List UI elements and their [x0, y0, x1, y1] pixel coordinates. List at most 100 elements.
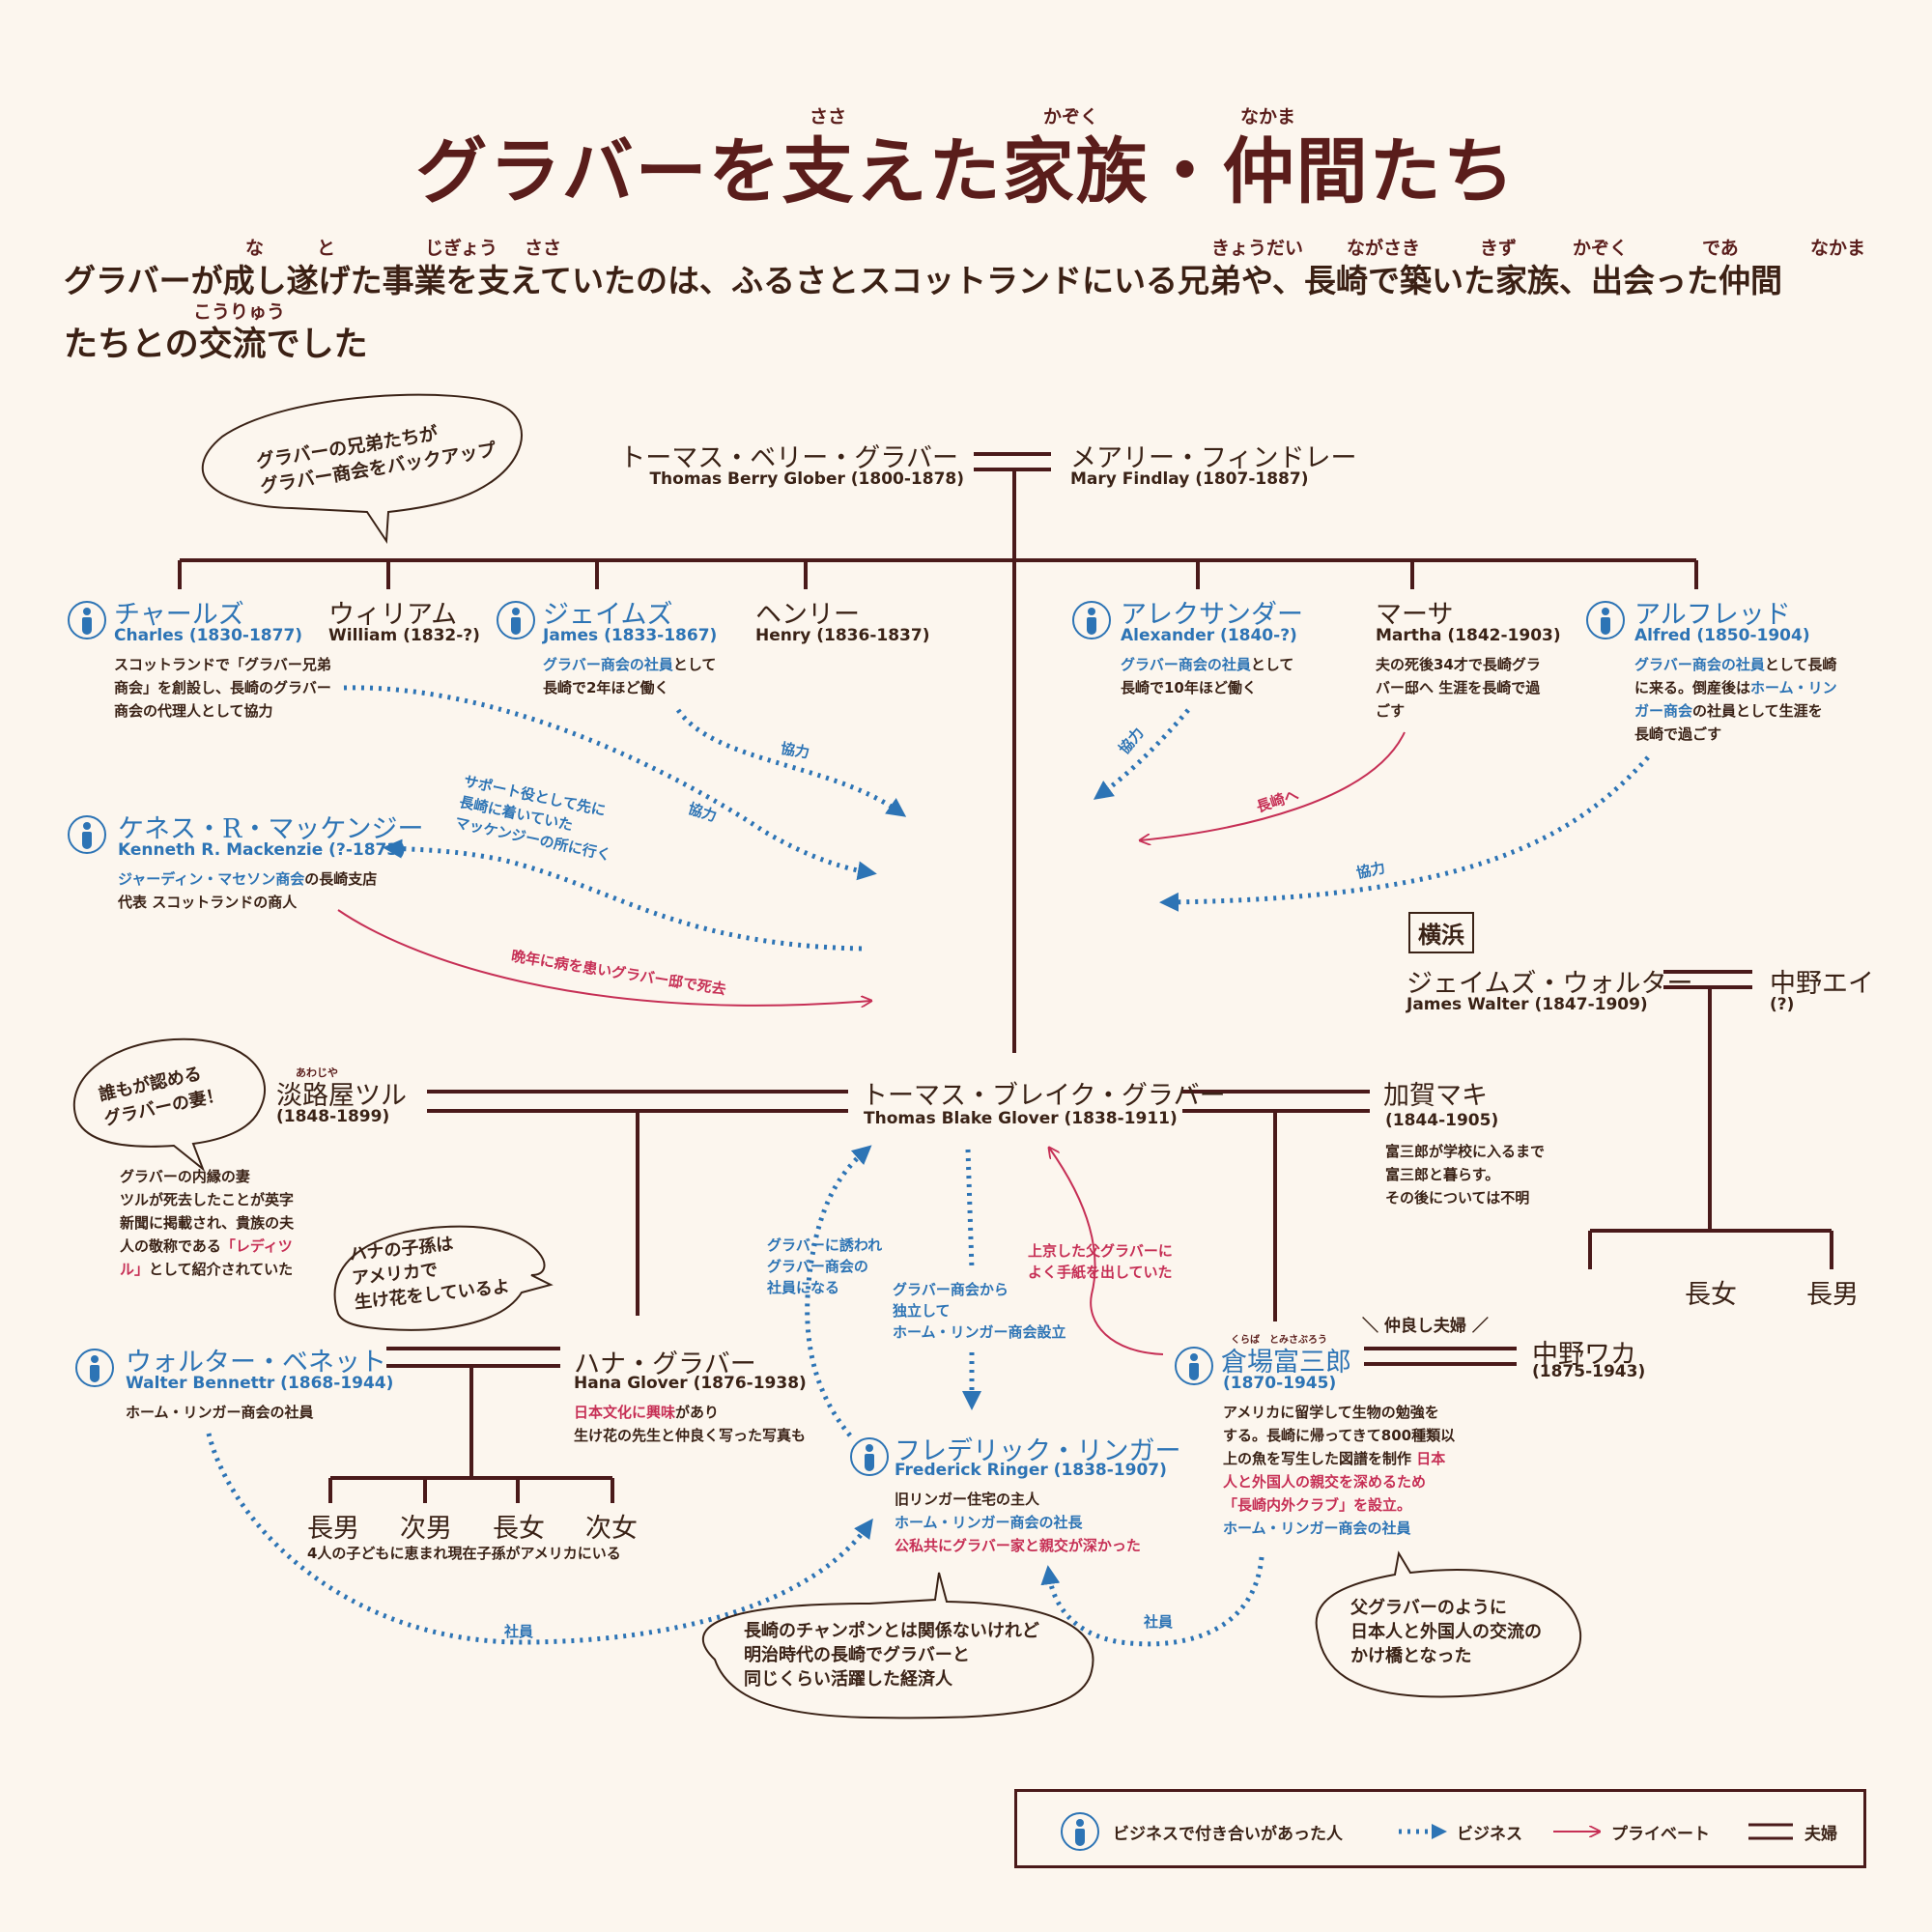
mother-name-en: Mary Findlay (1807-1887) [1070, 469, 1309, 489]
tomisaburo-desc: アメリカに留学して生物の勉強を する。長崎に帰ってきて800種類以 上の魚を写生… [1223, 1401, 1455, 1540]
intro-ruby-4: ささ [525, 238, 562, 259]
charles-name-jp: チャールズ [114, 600, 244, 630]
mackenzie-desc: ジャーディン・マセソン商会の長崎支店 代表 スコットランドの商人 [118, 867, 377, 914]
walter-name-jp: ジェイムズ・ウォルター [1406, 969, 1693, 999]
bubble-tomisaburo-line-3: かけ橋となった [1350, 1646, 1472, 1666]
tsuru-ruby: あわじや [296, 1066, 338, 1079]
alfred-desc-6: 長崎で過ごす [1634, 725, 1722, 743]
hana-name-en: Hana Glover (1876-1938) [574, 1374, 807, 1393]
legend-business-person-icon [1061, 1812, 1099, 1851]
glover-name-jp: トーマス・ブレイク・グラバー [862, 1081, 1226, 1111]
intro-ruby-10: なかま [1810, 238, 1866, 259]
tsuru-desc: グラバーの内縁の妻 ツルが死去したことが英字 新聞に掲載され、貴族の夫 人の敬称… [120, 1165, 294, 1281]
tsuru-desc-1: グラバーの内縁の妻 [120, 1168, 250, 1185]
bennett-name-en: Walter Bennettr (1868-1944) [126, 1374, 394, 1393]
bubble-ringer: 長崎のチャンポンとは関係ないけれど 明治時代の長崎でグラバーと 同じくらい活躍し… [744, 1619, 1039, 1691]
tsuru-desc-4: 人の敬称である [120, 1237, 221, 1255]
legend-couple-label: 夫婦 [1804, 1825, 1837, 1844]
tomisaburo-desc-red-2: 人と外国人の親交を深めるため [1223, 1473, 1427, 1491]
hana-desc-2: 生け花の先生と仲良く写った写真も [574, 1427, 807, 1444]
alfred-desc-blue: グラバー商会の社員 [1634, 656, 1765, 673]
page-title: グラバーを支えた家族・仲間たち [415, 130, 1517, 213]
arrow-alexander-business [1093, 708, 1190, 800]
tsuru-desc-red-2: ル」 [120, 1261, 150, 1278]
tsuru-desc-2: ツルが死去したことが英字 [120, 1191, 295, 1208]
tsuru-name-jp: 淡路屋ツル [276, 1081, 407, 1111]
bubble-tomisaburo: 父グラバーのように 日本人と外国人の交流の かけ橋となった [1350, 1596, 1542, 1668]
alfred-name-en: Alfred (1850-1904) [1634, 626, 1810, 645]
bubble-tomisaburo-shape [1315, 1550, 1582, 1698]
label-invited-2: グラバー商会の [767, 1258, 868, 1275]
arrow-mackenzie-business [383, 838, 863, 952]
alexander-desc-2: 長崎で10年ほど働く [1121, 679, 1257, 696]
maki-name-jp: 加賀マキ [1383, 1081, 1488, 1111]
alfred-desc-1: として長崎 [1764, 656, 1837, 673]
alexander-desc-blue: グラバー商会の社員 [1121, 656, 1251, 673]
label-invited-3: 社員になる [767, 1279, 840, 1296]
bubble-tomisaburo-line-1: 父グラバーのように [1350, 1598, 1507, 1618]
bubble-hana-shape [333, 1225, 554, 1331]
ringer-desc: 旧リンガー住宅の主人 ホーム・リンガー商会の社長 公私共にグラバー家と親交が深か… [895, 1488, 1141, 1557]
arrow-martha-private [1140, 731, 1406, 840]
hana-desc: 日本文化に興味があり 生け花の先生と仲良く写った写真も [574, 1401, 806, 1447]
label-independent-3: ホーム・リンガー商会設立 [893, 1323, 1066, 1341]
intro-ruby-3: じぎょう [425, 238, 498, 259]
label-independent-2: 独立して [893, 1302, 951, 1320]
legend-business-person-label: ビジネスで付き合いがあった人 [1113, 1825, 1343, 1844]
hana-child-3: 長女 [493, 1514, 545, 1544]
hana-child-1: 長男 [307, 1514, 359, 1544]
label-employee-bennett: 社員 [504, 1623, 534, 1640]
maki-name-en: (1844-1905) [1385, 1111, 1499, 1130]
yokohama-child-2: 長男 [1806, 1280, 1859, 1310]
tomisaburo-name-en: (1870-1945) [1223, 1374, 1337, 1393]
legend-private-label: プライベート [1611, 1825, 1710, 1844]
tomisaburo-name-jp: 倉場富三郎 [1221, 1348, 1351, 1378]
tomisaburo-desc-red-1: 日本 [1416, 1450, 1446, 1467]
martha-desc-3: ごす [1376, 702, 1406, 720]
martha-name-en: Martha (1842-1903) [1376, 626, 1561, 645]
walter-name-en: James Walter (1847-1909) [1406, 995, 1648, 1014]
intro-ruby-7: きず [1480, 238, 1518, 259]
alexander-desc-1: として [1250, 656, 1294, 673]
alfred-desc: グラバー商会の社員として長崎 に来る。倒産後はホーム・リン ガー商会の社員として… [1634, 653, 1837, 746]
hana-desc-1: があり [675, 1404, 720, 1421]
charles-name-en: Charles (1830-1877) [114, 626, 303, 645]
tsuru-desc-end: として紹介されていた [149, 1261, 294, 1278]
intro-ruby-1: な [245, 238, 265, 259]
title-ruby-nakama: なかま [1240, 106, 1296, 128]
intro-ruby-8: かぞく [1573, 238, 1629, 259]
charles-desc-2: 商会」を創設し、長崎のグラバー [114, 679, 331, 696]
bubble-ringer-line-2: 明治時代の長崎でグラバーと [744, 1645, 970, 1665]
legend-symbols [1399, 1823, 1793, 1840]
james-name-en: James (1833-1867) [543, 626, 718, 645]
label-invited-1: グラバーに誘われ [767, 1236, 883, 1254]
hana-desc-red: 日本文化に興味 [574, 1404, 676, 1421]
martha-desc-2: バー邸へ 生涯を長崎で過 [1376, 679, 1541, 696]
intro-line-1: グラバーが成し遂げた事業を支えていたのは、ふるさとスコットランドにいる兄弟や、長… [64, 262, 1783, 299]
intro-ruby-5: きょうだい [1211, 238, 1304, 259]
charles-desc: スコットランドで「グラバー兄弟 商会」を創設し、長崎のグラバー 商会の代理人とし… [114, 653, 331, 723]
ringer-desc-3: 公私共にグラバー家と親交が深かった [895, 1537, 1141, 1554]
tomisaburo-desc-blue: ホーム・リンガー商会の社員 [1223, 1520, 1411, 1537]
arrow-bennett-to-ringer [206, 1433, 873, 1645]
bubble-ringer-line-1: 長崎のチャンポンとは関係ないけれど [744, 1621, 1039, 1641]
alfred-desc-3: ホーム・リン [1750, 679, 1837, 696]
william-name-jp: ウィリアム [328, 600, 458, 630]
tomisaburo-desc-3: 上の魚を写生した図譜を制作 [1223, 1450, 1412, 1467]
ringer-name-jp: フレデリック・リンガー [895, 1436, 1181, 1466]
yokohama-label: 横浜 [1408, 912, 1474, 953]
father-name-jp: トーマス・ベリー・グラバー [619, 443, 958, 473]
martha-name-jp: マーサ [1376, 600, 1454, 630]
maki-desc-2: 富三郎と暮らす。 [1385, 1166, 1500, 1183]
glover-name-en: Thomas Blake Glover (1838-1911) [864, 1109, 1178, 1128]
bubble-tomisaburo-line-2: 日本人と外国人の交流の [1350, 1622, 1542, 1642]
legend-business-label: ビジネス [1457, 1825, 1522, 1844]
hana-child-2: 次男 [400, 1514, 452, 1544]
james-desc-2: 長崎で2年ほど働く [543, 679, 669, 696]
bubble-brothers-shape [201, 393, 523, 545]
james-desc-1: として [672, 656, 717, 673]
business-person-icon [68, 815, 106, 854]
henry-name-jp: ヘンリー [755, 600, 860, 630]
arrow-tomisaburo-private [1049, 1148, 1164, 1355]
intro-ruby-6: ながさき [1347, 238, 1421, 259]
